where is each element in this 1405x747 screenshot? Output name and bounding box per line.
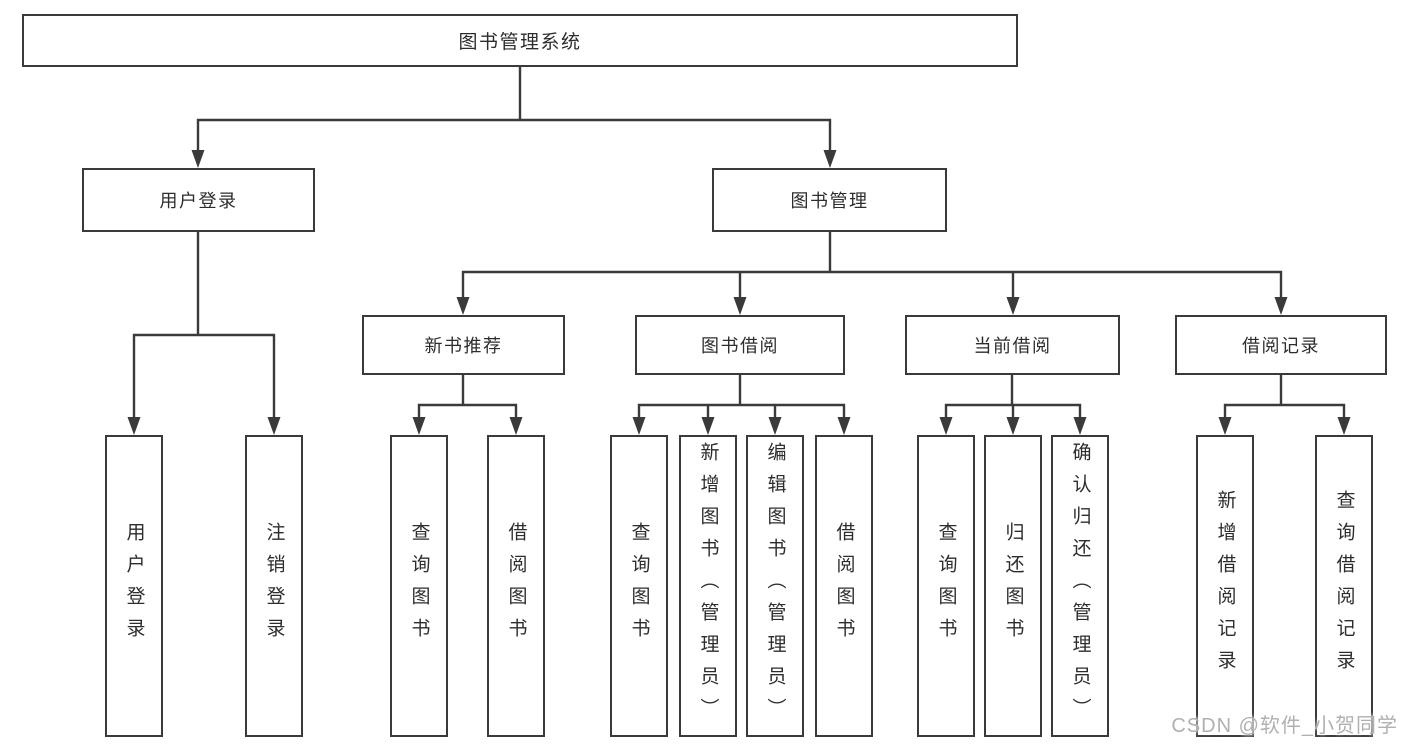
leaf-label: 确认归还（管理员） [1069,442,1091,730]
node-label: 图书借阅 [701,336,779,356]
leaf-label: 用户登录 [123,522,145,650]
leaf-return-books: 归还图书 [984,435,1042,737]
leaf-query-books-2: 查询图书 [610,435,668,737]
leaf-borrow-books-1: 借阅图书 [487,435,545,737]
node-label: 借阅记录 [1242,336,1320,356]
leaf-label: 查询图书 [408,522,430,650]
leaf-label: 新增图书（管理员） [697,442,719,730]
leaf-label: 编辑图书（管理员） [764,442,786,730]
leaf-user-login: 用户登录 [105,435,163,737]
node-current-borrowing: 当前借阅 [905,315,1120,375]
leaf-edit-books-admin: 编辑图书（管理员） [746,435,804,737]
leaf-label: 查询借阅记录 [1333,490,1355,682]
leaf-confirm-return-admin: 确认归还（管理员） [1051,435,1109,737]
node-label: 图书管理系统 [458,32,582,53]
leaf-add-books-admin: 新增图书（管理员） [679,435,737,737]
leaf-borrow-books-2: 借阅图书 [815,435,873,737]
node-book-management-system: 图书管理系统 [22,14,1018,67]
leaf-label: 查询图书 [935,522,957,650]
watermark: CSDN @软件_小贺同学 [1171,715,1398,737]
leaf-query-borrow-record: 查询借阅记录 [1315,435,1373,737]
node-user-login: 用户登录 [82,168,315,232]
node-label: 新书推荐 [424,336,503,356]
node-label: 用户登录 [159,191,238,211]
node-new-book-recommend: 新书推荐 [362,315,565,375]
leaf-add-borrow-record: 新增借阅记录 [1196,435,1254,737]
node-borrowing-records: 借阅记录 [1175,315,1387,375]
node-label: 图书管理 [790,191,869,211]
leaf-label: 注销登录 [263,522,285,650]
connector-spines [132,65,1346,425]
node-book-borrowing: 图书借阅 [635,315,845,375]
leaf-label: 归还图书 [1002,522,1024,650]
leaf-label: 借阅图书 [833,522,855,650]
leaf-label: 新增借阅记录 [1214,490,1236,682]
leaf-logout-login: 注销登录 [245,435,303,737]
leaf-query-books-1: 查询图书 [390,435,448,737]
leaf-label: 查询图书 [628,522,650,650]
node-book-management: 图书管理 [712,168,947,232]
node-label: 当前借阅 [973,336,1052,356]
leaf-label: 借阅图书 [505,522,527,650]
leaf-query-books-3: 查询图书 [917,435,975,737]
